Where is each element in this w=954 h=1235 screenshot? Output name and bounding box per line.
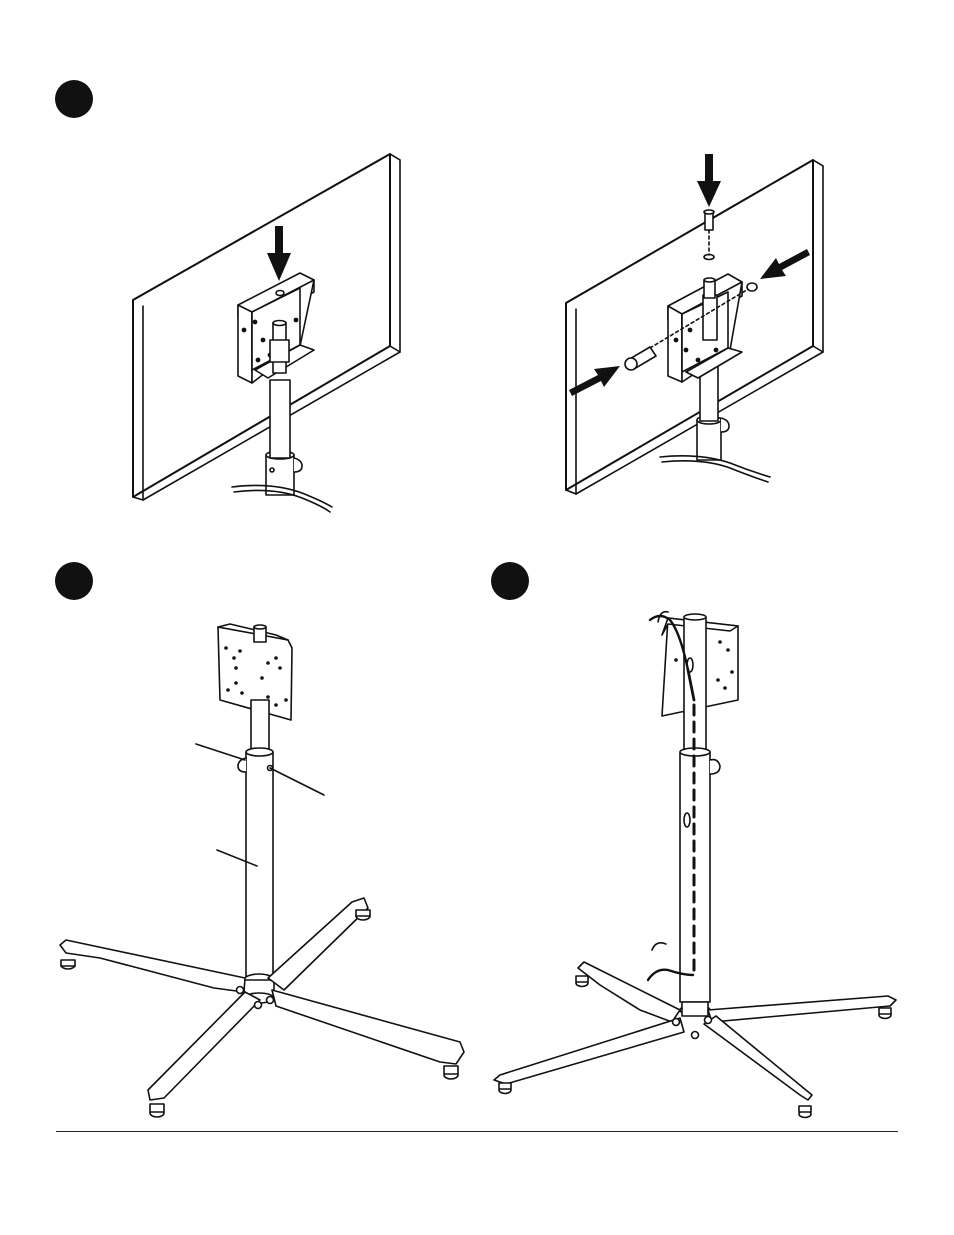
base-leg-right bbox=[268, 898, 368, 990]
panel-cable-routing-through-pole bbox=[494, 612, 896, 1118]
base-leg-left bbox=[60, 940, 245, 992]
display-side bbox=[390, 154, 400, 352]
down-arrow-icon bbox=[697, 154, 721, 207]
footer-rule bbox=[56, 1131, 898, 1132]
base-leg-front-left bbox=[148, 992, 260, 1100]
panel-assembled-stand-front bbox=[60, 624, 464, 1117]
panel-secure-with-bolt-and-screw bbox=[566, 154, 823, 494]
base-leg-front-right bbox=[272, 990, 464, 1064]
panel-mount-plate-onto-pole bbox=[133, 154, 400, 512]
pole-upper bbox=[270, 380, 290, 458]
